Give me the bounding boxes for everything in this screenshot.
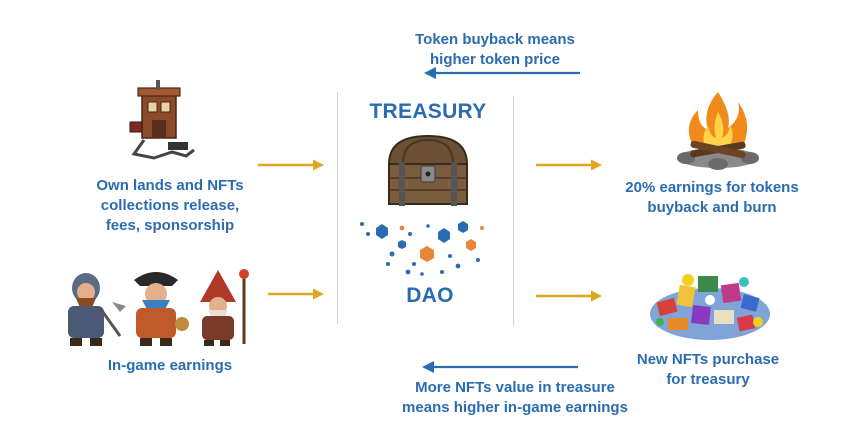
right-top-arrow — [536, 159, 602, 171]
campfire-icon — [677, 92, 759, 170]
bottom-note: More NFTs value in treasure means higher… — [402, 379, 628, 416]
network-dots-icon — [360, 221, 484, 276]
left-top-label: Own lands and NFTs collections release, … — [96, 177, 244, 234]
nft-pile-icon — [650, 274, 770, 340]
right-bottom-label: New NFTs purchase for treasury — [636, 351, 780, 388]
right-bottom-arrow — [536, 290, 602, 302]
top-back-arrow — [424, 67, 580, 79]
treasury-title: TREASURY — [369, 100, 487, 123]
bottom-back-arrow — [422, 361, 578, 373]
left-top-arrow — [258, 159, 324, 171]
center-left-divider — [337, 92, 338, 324]
land-building-icon — [129, 80, 195, 160]
left-bottom-arrow — [268, 288, 324, 300]
center-right-divider — [513, 96, 514, 326]
left-bottom-label: In-game earnings — [107, 357, 233, 374]
top-note: Token buyback means higher token price — [415, 31, 575, 68]
characters-icon — [68, 269, 249, 346]
right-top-label: 20% earnings for tokens buyback and burn — [625, 179, 799, 216]
dao-title: DAO — [406, 284, 454, 307]
treasure-chest-icon — [387, 134, 469, 206]
